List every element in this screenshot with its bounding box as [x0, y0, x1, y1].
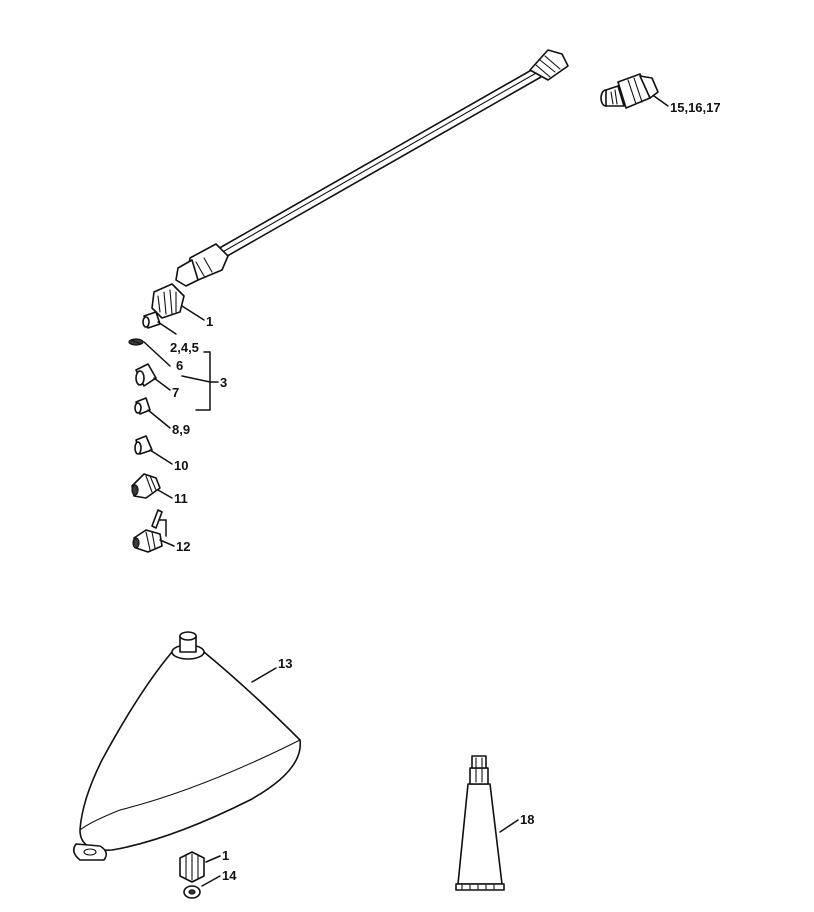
- nozzle-insert: [135, 363, 157, 387]
- washer: [183, 885, 201, 899]
- callout-13: 13: [278, 656, 292, 671]
- callout-1-top: 1: [206, 314, 213, 329]
- grease-tube: [455, 755, 505, 891]
- callout-1-bottom: 1: [222, 848, 229, 863]
- spray-shield: [72, 631, 302, 861]
- callout-2-4-5: 2,4,5: [170, 340, 199, 355]
- small-nozzle: [134, 397, 151, 415]
- callout-6: 6: [176, 358, 183, 373]
- adjustable-nozzle: [131, 473, 161, 499]
- needle-nozzle: [132, 509, 163, 553]
- callout-12: 12: [176, 539, 190, 554]
- callout-8-9: 8,9: [172, 422, 190, 437]
- nozzle-cap: [134, 435, 153, 455]
- union-nut-top: [151, 283, 185, 319]
- seal-ring: [128, 338, 144, 346]
- callout-11: 11: [174, 491, 188, 506]
- callouts: 1 2,4,5 6 3 7 8,9 10 11 12 13 1 14 15,16…: [170, 100, 721, 883]
- callout-3: 3: [220, 375, 227, 390]
- leader-lines: [143, 95, 669, 887]
- union-nut-bottom: [179, 851, 205, 883]
- callout-10: 10: [174, 458, 188, 473]
- spray-wand: [175, 49, 569, 287]
- adapter-fitting: [600, 73, 659, 109]
- callout-18: 18: [520, 812, 534, 827]
- callout-14: 14: [222, 868, 237, 883]
- callout-15-16-17: 15,16,17: [670, 100, 721, 115]
- callout-7: 7: [172, 385, 179, 400]
- nozzle-bushing: [142, 311, 161, 329]
